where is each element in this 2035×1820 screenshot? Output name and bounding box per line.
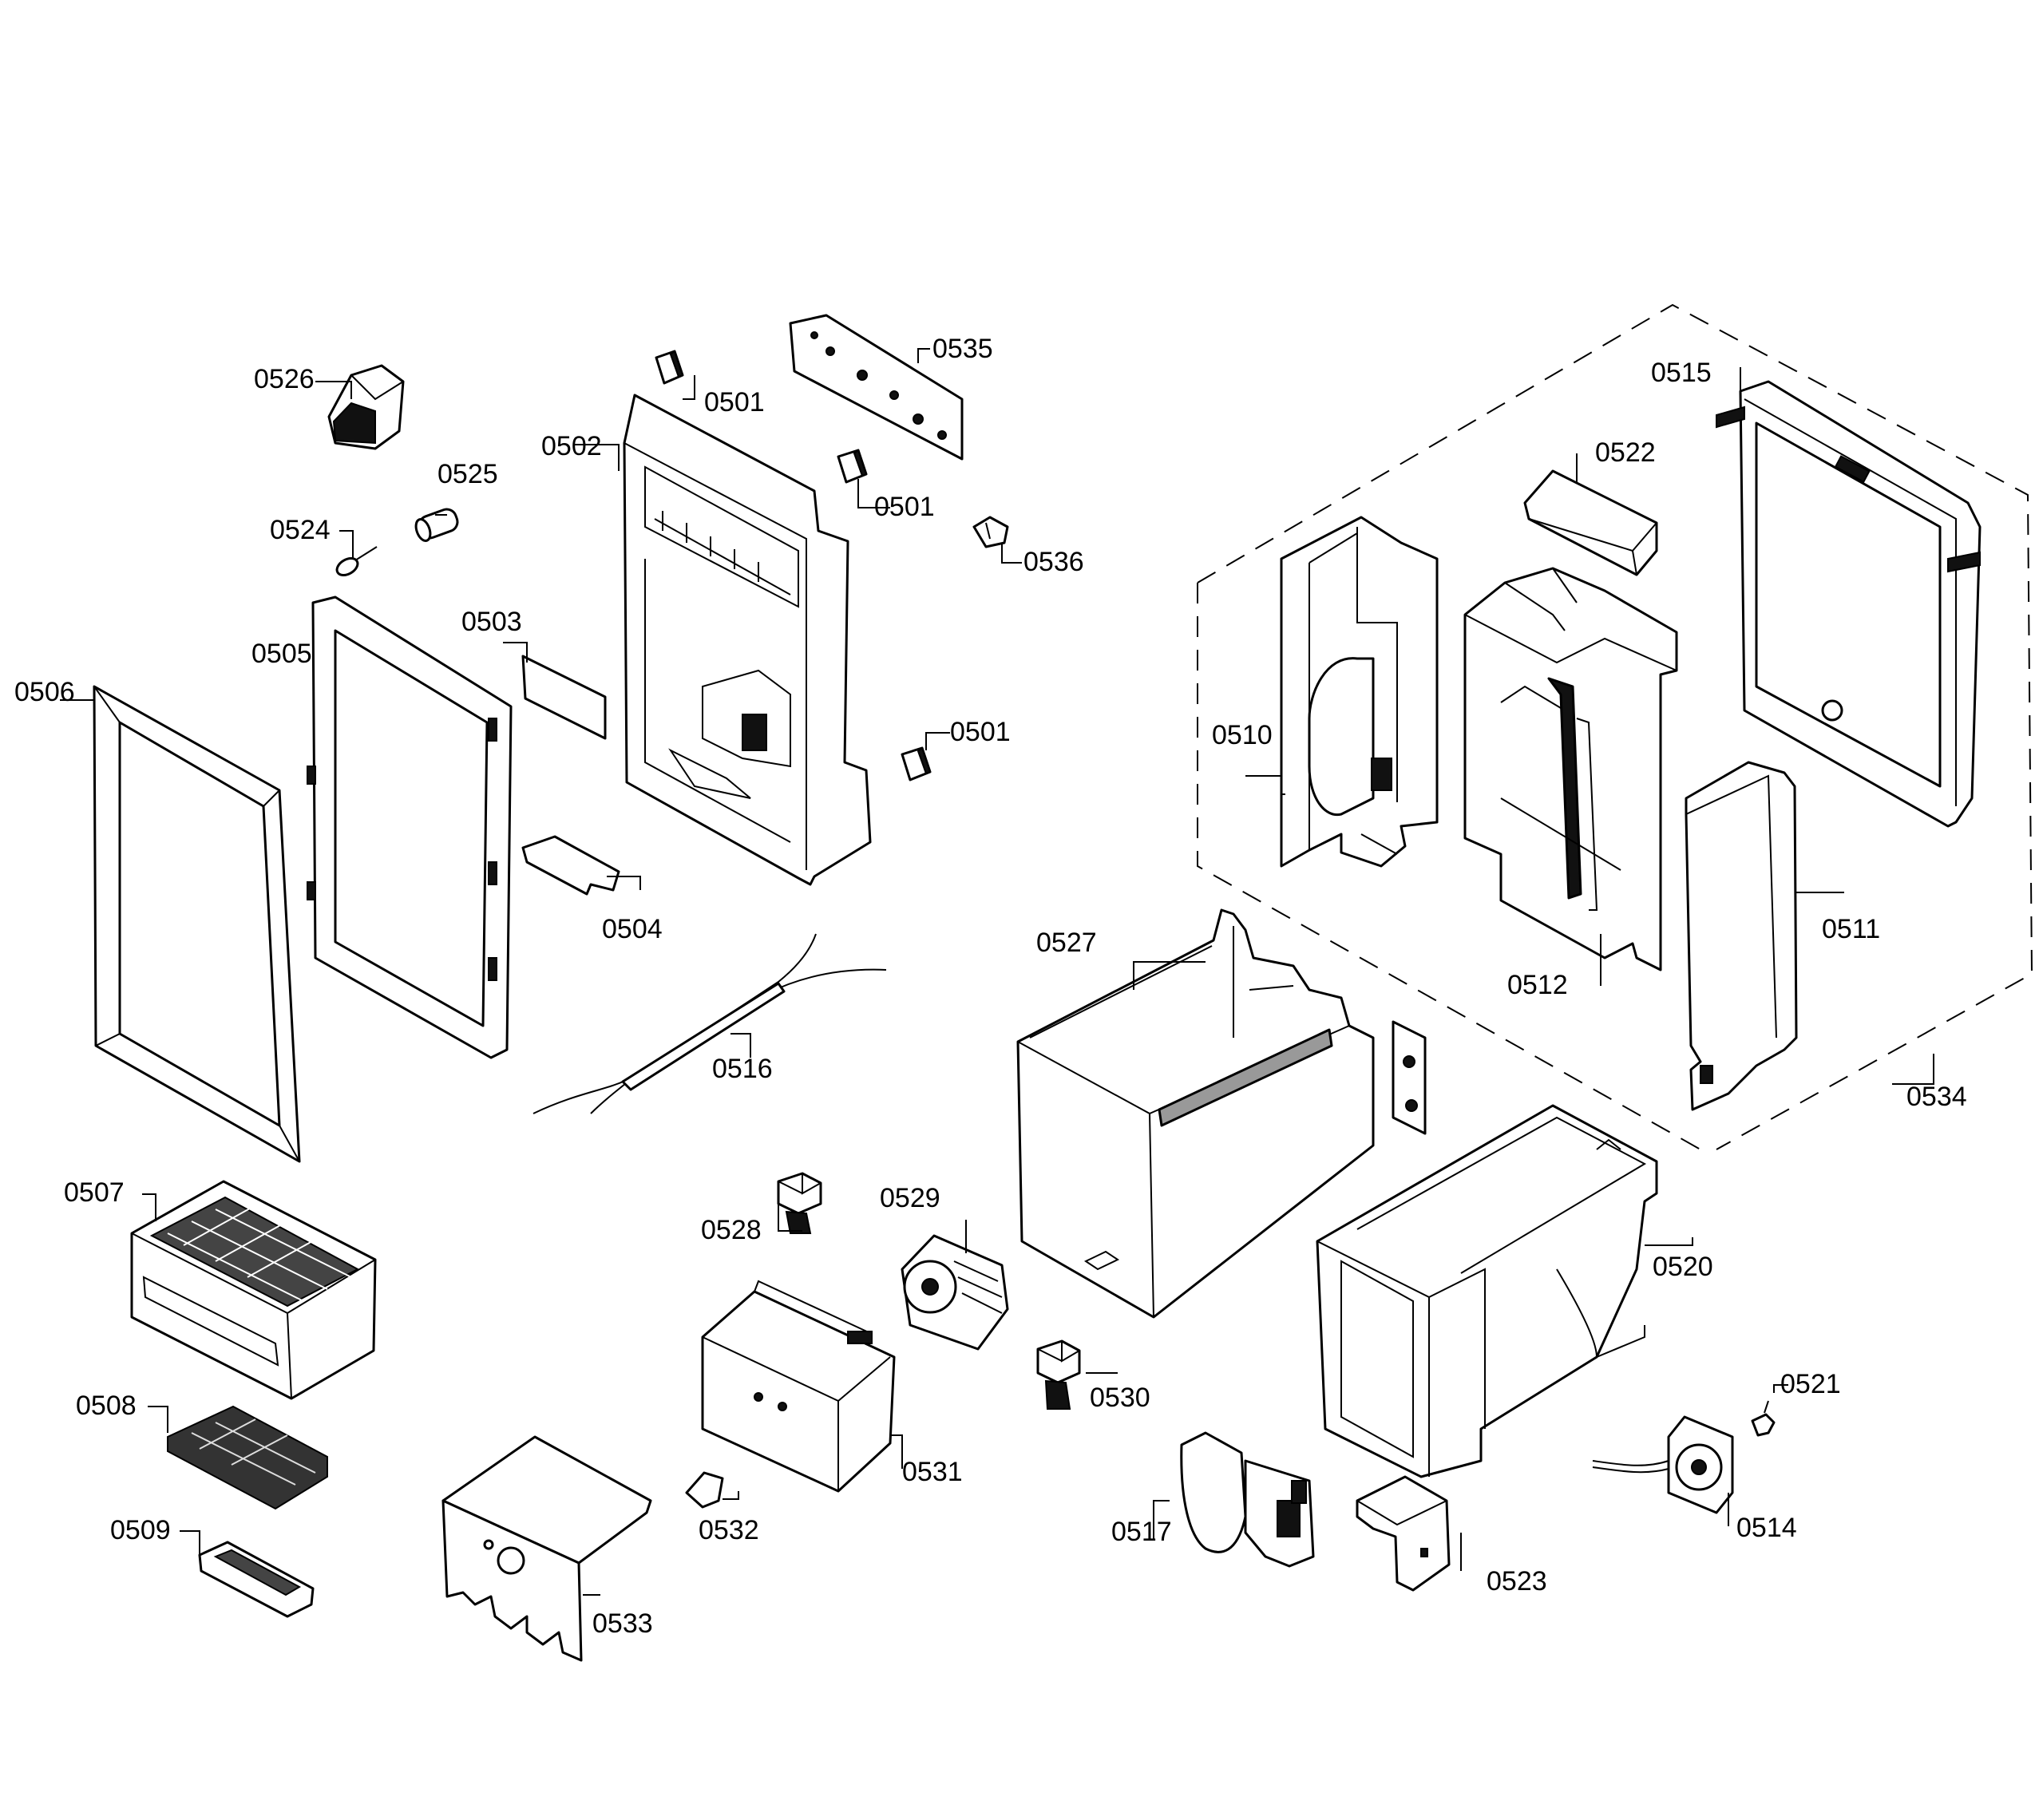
part-0504-small-plate [521,835,620,896]
label-0508: 0508 [76,1391,137,1421]
label-0503: 0503 [461,607,522,637]
label-0524: 0524 [270,515,331,545]
label-0522: 0522 [1595,437,1656,468]
label-0501a: 0501 [704,387,765,417]
part-0520-ice-bucket [1316,1104,1658,1478]
part-0511-back-panel [1685,761,1798,1111]
label-0520: 0520 [1653,1252,1713,1282]
label-0526: 0526 [254,364,315,394]
part-0501a-clip [655,350,684,385]
label-0517: 0517 [1111,1517,1172,1547]
label-0532: 0532 [699,1515,759,1545]
part-0521-screw [1751,1400,1776,1437]
label-0516: 0516 [712,1054,773,1084]
part-0510-side-panel [1280,516,1439,868]
part-0509-small-grille [198,1541,315,1618]
part-0502-dispenser-housing [623,394,872,886]
label-0509: 0509 [110,1515,171,1545]
part-0525-lamp-socket [414,508,459,542]
part-0505-inner-frame [307,595,513,1059]
part-0508-grille [167,1405,328,1510]
part-0516-wire [533,933,887,1114]
label-0531: 0531 [902,1457,963,1487]
label-0529: 0529 [880,1183,940,1213]
part-0515-door-frame [1716,380,1982,828]
label-0527: 0527 [1036,928,1097,958]
label-0530: 0530 [1090,1383,1150,1413]
assembly-boundary-0534 [1197,303,2033,1150]
label-0510: 0510 [1212,720,1273,750]
part-0528-solenoid [777,1172,822,1234]
part-0522-top-cover [1523,469,1658,576]
part-0524-bulb [335,546,378,576]
part-0532-small-clip [685,1471,724,1509]
label-0506: 0506 [14,677,75,707]
label-0534: 0534 [1906,1082,1967,1112]
label-0501c: 0501 [950,717,1011,747]
part-0523-bracket [1356,1475,1451,1592]
part-0530-solenoid [1036,1339,1081,1410]
label-0523: 0523 [1487,1566,1547,1596]
part-0526-lamp-cover [327,364,405,450]
part-labels: 0526 0525 0524 0501 0502 0535 0501 0501 … [14,334,1967,1639]
label-0507: 0507 [64,1177,125,1208]
label-0504: 0504 [602,914,663,944]
part-0503-plate [521,655,607,740]
label-0525: 0525 [437,459,498,489]
label-0535: 0535 [932,334,993,364]
label-0511: 0511 [1822,914,1880,944]
part-0507-bezel [130,1180,377,1400]
part-0536-clip [972,516,1009,548]
part-0501b-clip [837,449,868,484]
part-0529-motor [901,1234,1009,1351]
leader-lines [60,348,1934,1596]
label-0505: 0505 [251,639,312,669]
label-0514: 0514 [1736,1513,1797,1543]
label-0521: 0521 [1780,1369,1841,1399]
label-0515: 0515 [1651,358,1712,388]
label-0512: 0512 [1507,970,1568,1000]
label-0528: 0528 [701,1215,762,1245]
label-0501b: 0501 [874,492,935,522]
label-0533: 0533 [592,1608,653,1639]
part-0535-circuit-board [789,314,964,461]
part-0514-fan [1592,1415,1734,1514]
label-0536: 0536 [1023,547,1084,577]
part-0501c-clip [901,746,932,781]
part-0527-bracket-box [1016,908,1427,1319]
part-0533-cover-plate [441,1435,652,1662]
part-0531-motor-housing [701,1280,896,1493]
part-0517-auger-motor [1180,1431,1315,1568]
part-0512-evaporator [1463,567,1678,971]
part-0506-outer-frame [93,685,301,1163]
label-0502: 0502 [541,431,602,461]
